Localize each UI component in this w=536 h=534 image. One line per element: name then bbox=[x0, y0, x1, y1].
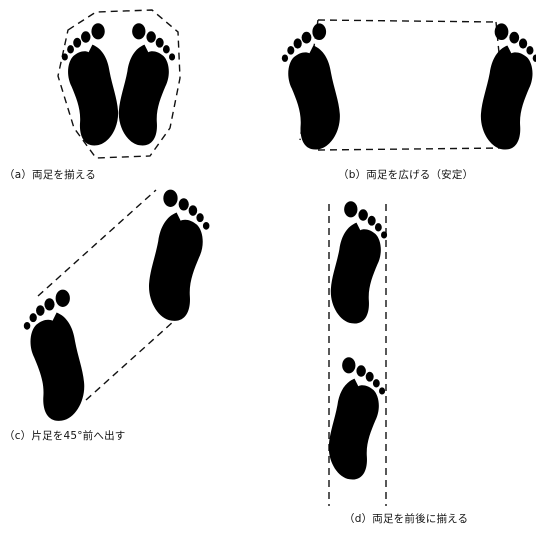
right-footprint-icon bbox=[481, 23, 536, 149]
right-footprint-icon bbox=[329, 357, 385, 479]
panel-a bbox=[58, 10, 180, 158]
caption-b: （b）両足を広げる（安定） bbox=[338, 167, 473, 182]
left-footprint-icon bbox=[62, 23, 118, 145]
panel-c bbox=[24, 190, 210, 421]
caption-a: （a）両足を揃える bbox=[4, 167, 96, 182]
left-footprint-icon bbox=[282, 23, 340, 149]
panel-d bbox=[329, 201, 387, 506]
right-footprint-icon bbox=[149, 190, 209, 321]
right-footprint-icon bbox=[119, 23, 175, 145]
right-footprint-icon bbox=[331, 201, 387, 323]
left-footprint-icon bbox=[24, 290, 84, 421]
caption-d: （d）両足を前後に揃える bbox=[344, 511, 468, 526]
panel-b bbox=[282, 20, 536, 150]
caption-c: （c）片足を45°前へ出す bbox=[4, 428, 125, 443]
